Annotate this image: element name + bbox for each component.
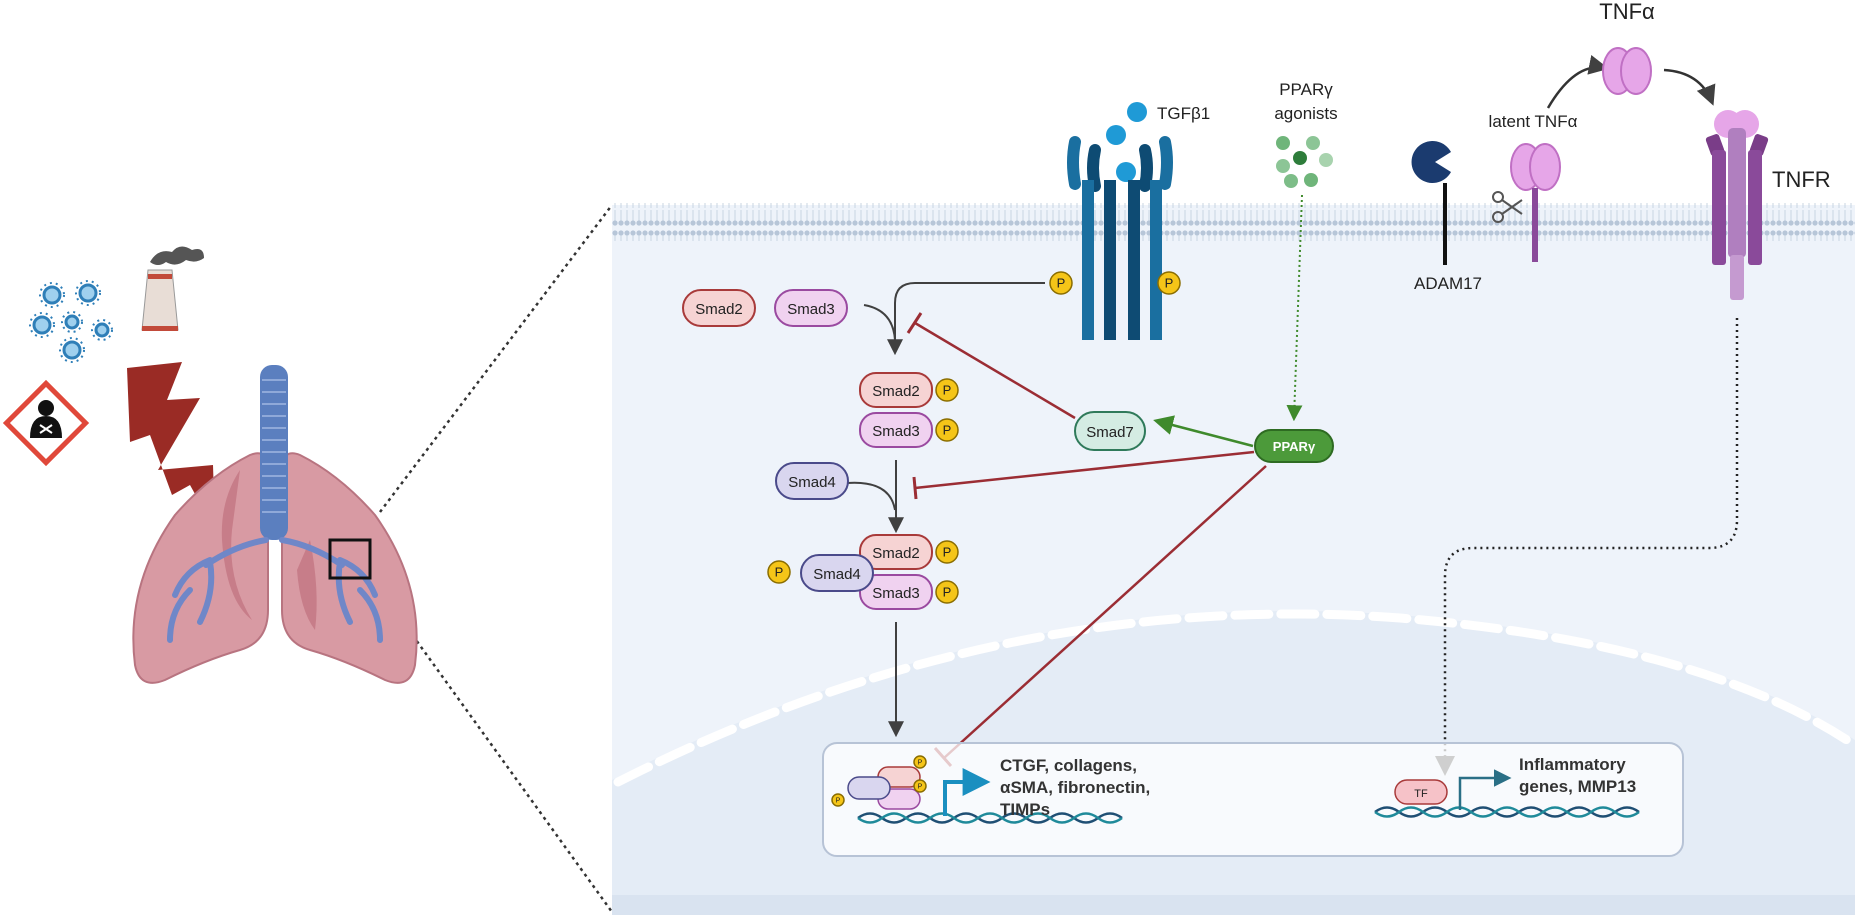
release-arrow xyxy=(1546,55,1609,109)
fibrosis-genes-line2: αSMA, fibronectin, xyxy=(1000,778,1150,797)
ppar-agonists-label-line2: agonists xyxy=(1274,104,1337,123)
smad7-label: Smad7 xyxy=(1086,424,1134,441)
binding-arrow xyxy=(1663,68,1716,106)
nuclear-envelope xyxy=(613,609,1855,787)
virus-cluster-icon xyxy=(29,280,113,363)
psmad3 xyxy=(859,412,933,448)
factory-smokestack-icon xyxy=(141,246,204,331)
pparg-node-label: PPARγ xyxy=(1273,439,1316,454)
phospho-label: P xyxy=(918,784,923,791)
tf-label: TF xyxy=(1414,788,1428,800)
smad3-entry-curve xyxy=(863,304,896,341)
fibrosis-genes-line3: TIMPs xyxy=(1000,800,1050,819)
tgfb-receptor xyxy=(1067,102,1173,340)
phospho-markers: P P P P P P P P P P xyxy=(767,271,1181,807)
complex-smad2 xyxy=(859,534,933,570)
tf-node xyxy=(1394,779,1448,805)
tnfr-receptor xyxy=(1705,110,1769,300)
lung-illustration xyxy=(132,365,418,684)
latent-tnfa-icon xyxy=(1510,143,1561,262)
complex-smad4-label: Smad4 xyxy=(813,566,861,583)
tnfr-to-tf-arrow xyxy=(1435,318,1739,776)
smad2-free-label: Smad2 xyxy=(695,301,743,318)
latent-tnfa-label: latent TNFα xyxy=(1489,112,1578,131)
cell-membrane xyxy=(612,203,1855,241)
inhibition-ppar-to-smad4 xyxy=(912,450,1255,500)
phospho-badge-icon: P xyxy=(1049,271,1073,295)
psmad2-label: Smad2 xyxy=(872,383,920,400)
fibrosis-genes-line1: CTGF, collagens, xyxy=(1000,756,1137,775)
phospho-badge-icon: P xyxy=(935,540,959,564)
tnfr-label: TNFR xyxy=(1772,167,1831,192)
soluble-tnfa-icon xyxy=(1602,47,1652,95)
phospho-label: P xyxy=(836,798,841,805)
phospho-badge-icon: P xyxy=(1157,271,1181,295)
smad3-free xyxy=(774,289,848,327)
phospho-badge-icon: P xyxy=(935,378,959,402)
ppar-to-smad7-arrow xyxy=(1153,415,1254,448)
lightning-bolt-icon xyxy=(127,362,215,530)
pparg-node xyxy=(1254,429,1334,463)
dna-helix-right-icon xyxy=(1374,806,1640,818)
complex-smad3 xyxy=(859,574,933,610)
tgfb1-ligand-icon xyxy=(1127,102,1147,122)
phospho-badge-icon: P xyxy=(767,560,791,584)
phospho-badge-icon: P xyxy=(913,779,927,793)
inflam-genes-line1: Inflammatory xyxy=(1519,755,1626,774)
transcription-box xyxy=(822,742,1684,857)
smad4-entry-curve xyxy=(846,481,896,511)
complex-smad3-label: Smad3 xyxy=(872,585,920,602)
phospho-label: P xyxy=(1057,276,1066,291)
ppar-agonist-dots xyxy=(1276,136,1333,188)
fibrosis-tss-arrow xyxy=(943,768,991,816)
smad-complex-on-dna xyxy=(847,766,921,810)
ppar-agonists-label-line1: PPARγ xyxy=(1279,80,1333,99)
phospho-label: P xyxy=(943,383,952,398)
zoom-box xyxy=(328,538,372,580)
phospho-label: P xyxy=(943,545,952,560)
tnfa-label: TNFα xyxy=(1599,0,1655,24)
zoom-line-top xyxy=(379,204,613,513)
smad4-free xyxy=(775,462,849,500)
smad2-free xyxy=(682,289,756,327)
smad3-free-label: Smad3 xyxy=(787,301,835,318)
dna-helix-left-icon xyxy=(857,812,1123,824)
phospho-label: P xyxy=(918,760,923,767)
phospho-badge-icon: P xyxy=(831,793,845,807)
phospho-label: P xyxy=(943,585,952,600)
receptor-to-smad-arrow xyxy=(887,282,1045,356)
psmad3-label: Smad3 xyxy=(872,423,920,440)
phospho-badge-icon: P xyxy=(935,418,959,442)
inhibition-smad7-to-receptor xyxy=(906,312,1076,420)
phospho-label: P xyxy=(1165,276,1174,291)
phospho-badge-icon: P xyxy=(913,755,927,769)
zoom-line-bottom xyxy=(378,589,614,913)
phospho-label: P xyxy=(943,423,952,438)
psmad2 xyxy=(859,372,933,408)
health-hazard-icon xyxy=(2,379,90,467)
complex-smad4 xyxy=(800,554,874,592)
phospho-label: P xyxy=(775,565,784,580)
adam17-pacman-icon xyxy=(1411,140,1451,183)
agonist-to-ppar-arrow xyxy=(1286,194,1303,422)
phospho-badge-icon: P xyxy=(935,580,959,604)
inflam-tss-arrow xyxy=(1458,769,1512,810)
smad4-free-label: Smad4 xyxy=(788,474,836,491)
adam17-label: ADAM17 xyxy=(1414,274,1482,293)
inflam-genes-line2: genes, MMP13 xyxy=(1519,777,1636,796)
complex-smad2-label: Smad2 xyxy=(872,545,920,562)
smad7 xyxy=(1074,411,1146,451)
tgfb1-label: TGFβ1 xyxy=(1157,104,1210,123)
scissors-icon xyxy=(1492,191,1523,223)
